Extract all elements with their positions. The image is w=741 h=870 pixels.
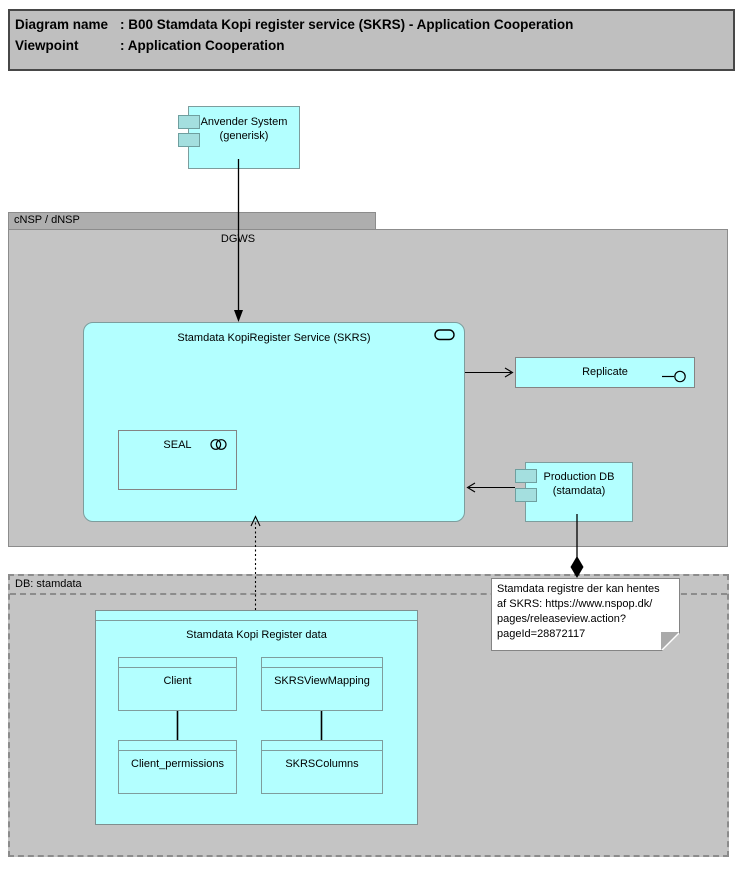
- component-tab-icon: [178, 115, 200, 129]
- title-row-diagram-name: Diagram name : B00 Stamdata Kopi registe…: [15, 14, 733, 35]
- data-object-band: [262, 741, 382, 751]
- node-replicate: Replicate: [515, 357, 695, 388]
- title-row-viewpoint: Viewpoint : Application Cooperation: [15, 35, 733, 56]
- node-seal: SEAL: [118, 430, 237, 490]
- collaboration-icon: [210, 438, 227, 455]
- production-db-label: Production DB: [543, 471, 615, 483]
- cnsp-dnsp-label: cNSP / dNSP: [14, 214, 80, 226]
- component-tab-icon: [515, 488, 537, 502]
- data-object-band: [119, 741, 236, 751]
- component-tab-icon: [178, 133, 200, 147]
- application-service-icon: [434, 329, 455, 345]
- node-production-db: Production DB (stamdata): [525, 462, 633, 522]
- node-table-client: Client: [118, 657, 237, 711]
- note-line: Stamdata registre der kan hentes: [497, 583, 660, 595]
- viewpoint-value: : Application Cooperation: [120, 38, 285, 53]
- node-table-client-permissions: Client_permissions: [118, 740, 237, 794]
- skrs-service-label: Stamdata KopiRegister Service (SKRS): [177, 332, 371, 344]
- note-line: pageId=28872117: [497, 628, 586, 640]
- diagram-title-box: Diagram name : B00 Stamdata Kopi registe…: [8, 9, 735, 71]
- title-label: Diagram name: [15, 17, 109, 32]
- data-box-title: Stamdata Kopi Register data: [186, 629, 327, 641]
- seal-label: SEAL: [163, 439, 192, 451]
- node-table-skrscolumns: SKRSColumns: [261, 740, 383, 794]
- title-value: : B00 Stamdata Kopi register service (SK…: [120, 17, 574, 32]
- table-client-permissions-label: Client_permissions: [131, 758, 224, 770]
- provided-interface-icon: [662, 366, 687, 395]
- viewpoint-label: Viewpoint: [15, 38, 79, 53]
- component-tab-icon: [515, 469, 537, 483]
- anvender-system-label: Anvender System: [200, 116, 288, 128]
- data-object-band: [96, 611, 417, 621]
- data-object-band: [262, 658, 382, 668]
- dgws-flow-label: DGWS: [220, 233, 256, 245]
- production-db-sublabel: (stamdata): [552, 485, 606, 497]
- note-skrs-registers: Stamdata registre der kan hentes af SKRS…: [491, 578, 680, 651]
- note-line: af SKRS: https://www.nspop.dk/: [497, 598, 653, 610]
- db-stamdata-header: DB: stamdata: [10, 576, 727, 595]
- db-stamdata-label: DB: stamdata: [15, 578, 82, 590]
- cnsp-dnsp-container-tab: cNSP / dNSP: [8, 212, 376, 230]
- data-object-band: [119, 658, 236, 668]
- node-table-skrsviewmapping: SKRSViewMapping: [261, 657, 383, 711]
- node-stamdata-kopi-register-data: Stamdata Kopi Register data Client SKRSV…: [95, 610, 418, 825]
- note-line: pages/releaseview.action?: [497, 613, 627, 625]
- replicate-label: Replicate: [582, 366, 628, 378]
- anvender-system-sublabel: (generisk): [219, 130, 269, 142]
- table-skrscolumns-label: SKRSColumns: [285, 758, 359, 770]
- table-client-label: Client: [163, 675, 192, 687]
- table-skrsviewmapping-label: SKRSViewMapping: [274, 675, 370, 687]
- node-anvender-system: Anvender System (generisk): [188, 106, 300, 169]
- node-skrs-service: Stamdata KopiRegister Service (SKRS): [83, 322, 465, 522]
